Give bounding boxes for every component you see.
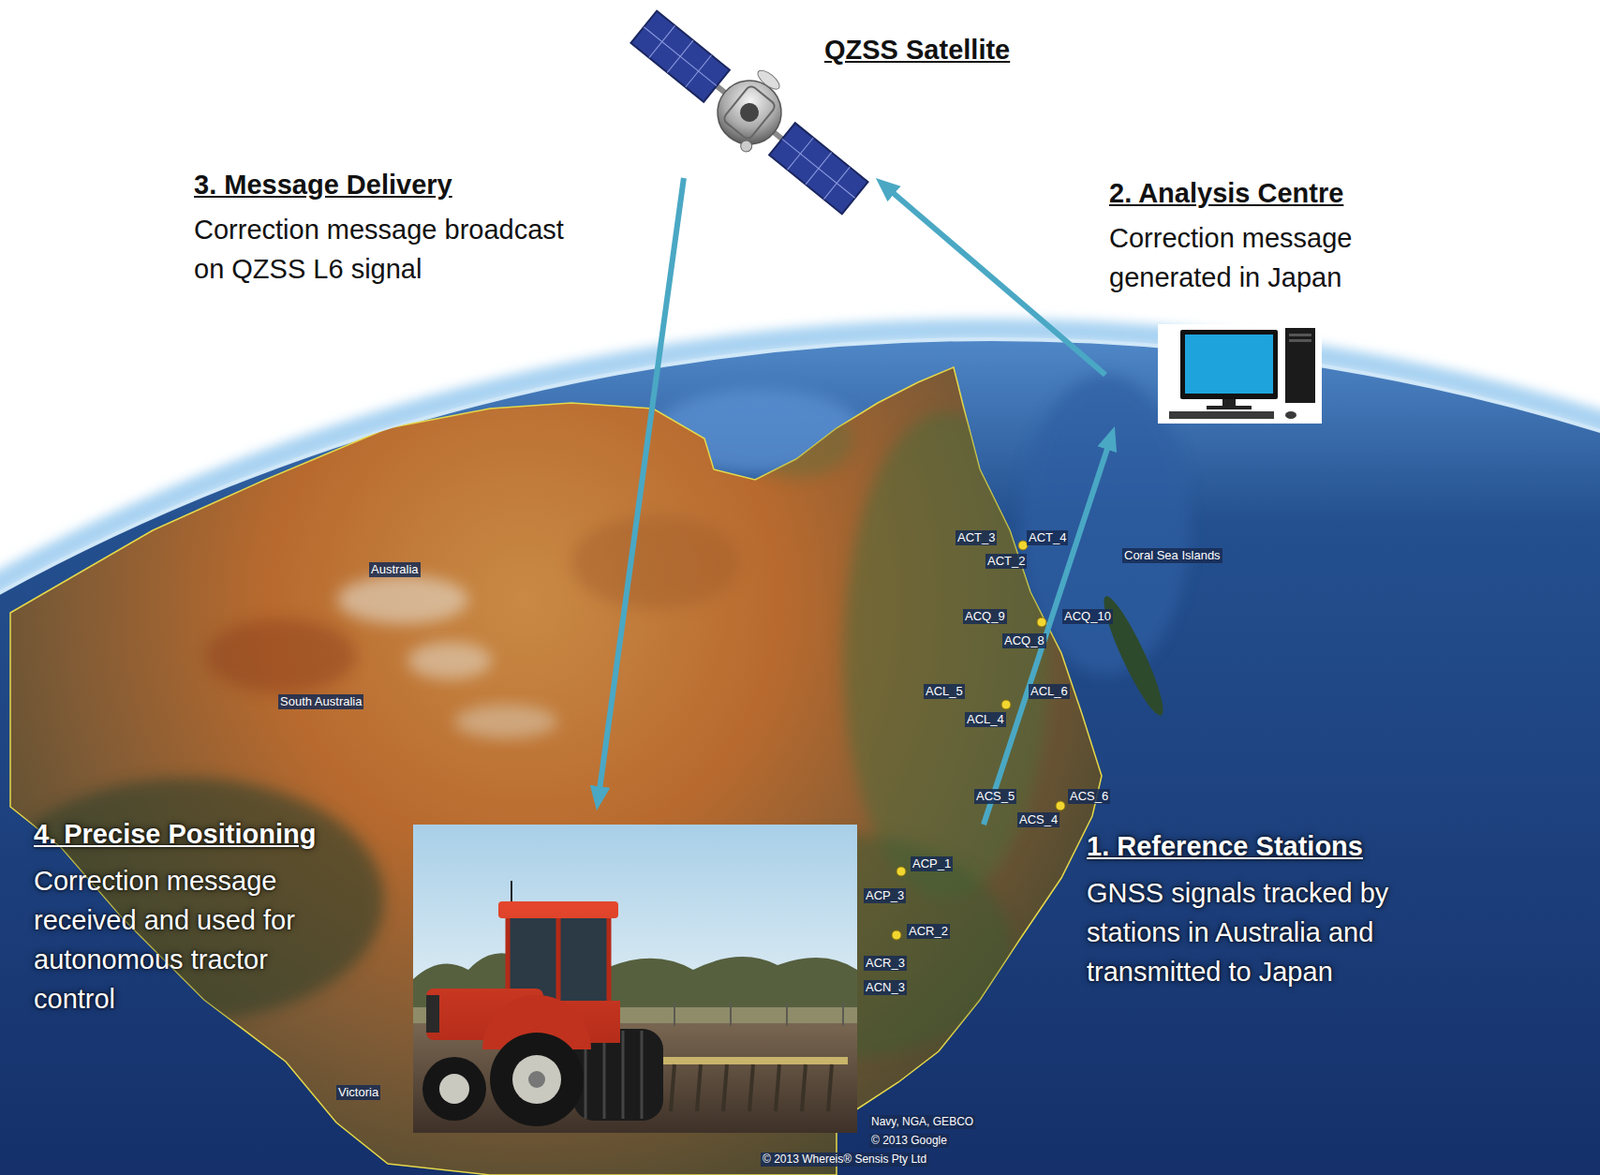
node-title: QZSS Satellite [824,33,1010,67]
precise-positioning-node: 4. Precise PositioningCorrection message… [28,810,862,1134]
tractor-photo [413,824,858,1133]
station-label: ACT_3 [955,530,997,546]
station-label: ACP_3 [863,888,906,904]
analysis-centre-node: 2. Analysis CentreCorrection message gen… [1105,173,1406,427]
flow-arrow [881,182,1106,375]
tractor [422,880,664,1126]
station-label: ACS_6 [1067,788,1111,804]
station-label: ACR_3 [863,955,907,971]
station-label: ACQ_9 [962,608,1008,624]
station-label: ACL_5 [923,683,965,699]
copyright-text: © 2013 Google [869,1133,949,1148]
map-label: Victoria [336,1084,381,1100]
map-label: Coral Sea Islands [1122,548,1223,563]
station-pins [891,540,1066,940]
node-heading: 1. Reference Stations [1086,829,1363,863]
map-label: Australia [369,562,421,578]
station-label: ACN_3 [863,979,907,995]
flow-arrow [597,177,684,803]
copyright-text: © 2013 Whereis® Sensis Pty Ltd [760,1152,929,1167]
node-body: Correction message received and used for… [33,860,334,1019]
node-heading: 2. Analysis Centre [1109,177,1344,210]
node-body: GNSS signals tracked by stations in Aust… [1086,873,1424,992]
station-label: ACP_1 [910,856,953,872]
station-label: ACS_4 [1017,812,1060,828]
reference-stations-node: 1. Reference StationsGNSS signals tracke… [974,824,1443,1003]
station-label: ACT_4 [1026,530,1068,546]
globe [0,329,1600,1175]
station-label: ACS_5 [974,788,1017,804]
node-body: Correction message generated in Japan [1109,218,1391,297]
computer-icon [1157,324,1322,424]
station-label: ACR_2 [906,923,950,939]
station-label: ACQ_8 [1002,633,1047,649]
station-label: ACL_4 [964,711,1007,727]
step-heading: 3. Message Delivery [193,168,453,202]
satellite-icon [622,0,883,224]
station-label: ACQ_10 [1062,608,1113,624]
copyright-text: Navy, NGA, GEBCO [869,1114,976,1129]
station-label: ACT_2 [985,553,1027,569]
map-label: South Australia [278,694,364,710]
flow-arrow [983,433,1112,825]
cultivator [651,1056,848,1112]
node-heading: 4. Precise Positioning [33,817,316,851]
step-body: Correction message broadcast on QZSS L6 … [193,209,583,289]
station-label: ACL_6 [1028,683,1070,699]
satellite-node: QZSS Satellite [646,9,1040,178]
